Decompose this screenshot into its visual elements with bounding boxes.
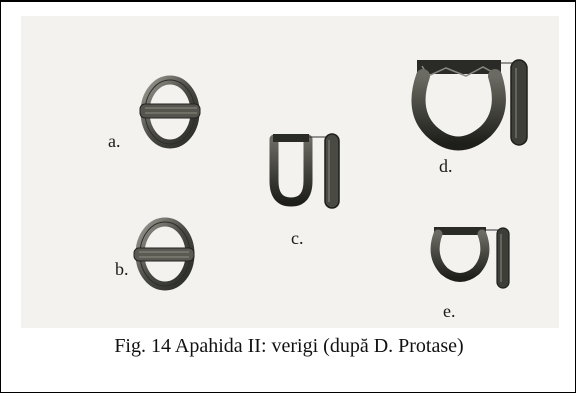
label-e: e. [443, 301, 456, 321]
label-c: c. [291, 228, 304, 248]
artifact-b-ring [133, 217, 195, 291]
figure-plate: a. b. c. d. e. [21, 16, 559, 328]
artifact-a-ring [139, 75, 201, 149]
artifact-e-buckle [430, 227, 510, 289]
artifact-c-buckle [269, 133, 340, 209]
artifact-drawings [133, 59, 528, 291]
figure-caption: Fig. 14 Apahida II: verigi (după D. Prot… [114, 335, 464, 357]
artifact-d-buckle [411, 59, 528, 151]
label-a: a. [108, 131, 121, 151]
label-d: d. [439, 156, 453, 176]
label-b: b. [115, 259, 129, 279]
